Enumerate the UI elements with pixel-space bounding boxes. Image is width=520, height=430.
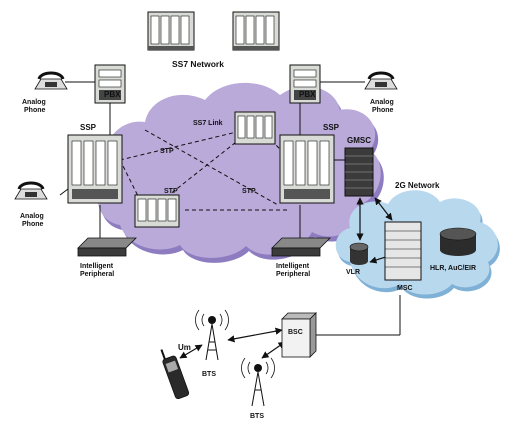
pbx-left-label: PBX (104, 90, 121, 99)
gmsc-label: GMSC (347, 136, 371, 145)
bts-antenna-1 (195, 309, 229, 361)
bts2-bsc-arrow (261, 341, 286, 359)
analog-phone-top-right (364, 71, 398, 90)
stp-mid-left-label: STP (164, 188, 178, 195)
pbx-right-label: PBX (299, 90, 316, 99)
gmsc-tower (344, 147, 374, 197)
analog-phone-ml-label-2: Phone (22, 221, 43, 228)
stp-upper-right (234, 111, 276, 145)
ss7-network-label: SS7 Network (172, 59, 224, 69)
ss7-link-line (149, 134, 246, 211)
intelligent-peripheral-right (271, 237, 331, 257)
2g-network-label: 2G Network (395, 181, 440, 190)
stp-mid-right-label: STP (242, 188, 256, 195)
msc-tower (384, 221, 422, 281)
analog-phone-tl-label-2: Phone (24, 107, 45, 114)
analog-phone-top-left (34, 71, 68, 90)
gmsc-msc-arrow (374, 197, 393, 221)
bts-antenna-2 (241, 357, 275, 407)
bsc-label: BSC (288, 329, 303, 336)
hlr-cylinder (439, 227, 477, 256)
bsc-box (281, 312, 317, 358)
ss7-link-line (144, 129, 279, 206)
ip-left-label-1: Intelligent (80, 263, 114, 270)
ssp-right (279, 134, 335, 204)
phone-bts-arrow (179, 344, 203, 359)
um-label: Um (178, 343, 191, 352)
analog-phone-ml-label-1: Analog (20, 213, 44, 220)
pbx-left (94, 64, 126, 104)
mobile-phone (160, 349, 190, 400)
vlr-label: VLR (346, 269, 360, 276)
pbx-right (289, 64, 321, 104)
bts-1-label: BTS (202, 371, 216, 378)
ip-left-label-2: Peripheral (80, 271, 114, 278)
ip-right-label-1: Intelligent (276, 263, 310, 270)
vlr-cylinder (349, 242, 369, 265)
ss7-link-label: SS7 Link (193, 120, 223, 127)
stp-lower-left (134, 194, 180, 228)
hlr-label: HLR, AuC/EIR (430, 265, 476, 272)
analog-phone-tr-label-2: Phone (372, 107, 393, 114)
stp-server-top-left (147, 11, 195, 51)
bts-bsc-arrow (227, 327, 283, 343)
labels: SS7 Network SS7 Link PBX PBX SSP SSP STP… (20, 59, 476, 420)
ssp-left (67, 134, 123, 204)
ip-right-label-2: Peripheral (276, 271, 310, 278)
arrows (179, 197, 393, 359)
ss7-link-line (119, 159, 146, 211)
ssp-right-label: SSP (323, 123, 340, 132)
ss7-cloud-body (97, 82, 381, 258)
stp-top-left-label: STP (160, 148, 174, 155)
stp-server-top-right (232, 11, 280, 51)
intelligent-peripheral-left (77, 237, 137, 257)
msc-label: MSC (397, 285, 413, 292)
ss7-links (119, 129, 291, 211)
analog-phone-tl-label-1: Analog (22, 99, 46, 106)
ss7-link-line (119, 129, 246, 161)
analog-phone-mid-left (14, 181, 48, 200)
ssp-left-label: SSP (80, 123, 97, 132)
bts-2-label: BTS (250, 413, 264, 420)
analog-phone-tr-label-1: Analog (370, 99, 394, 106)
